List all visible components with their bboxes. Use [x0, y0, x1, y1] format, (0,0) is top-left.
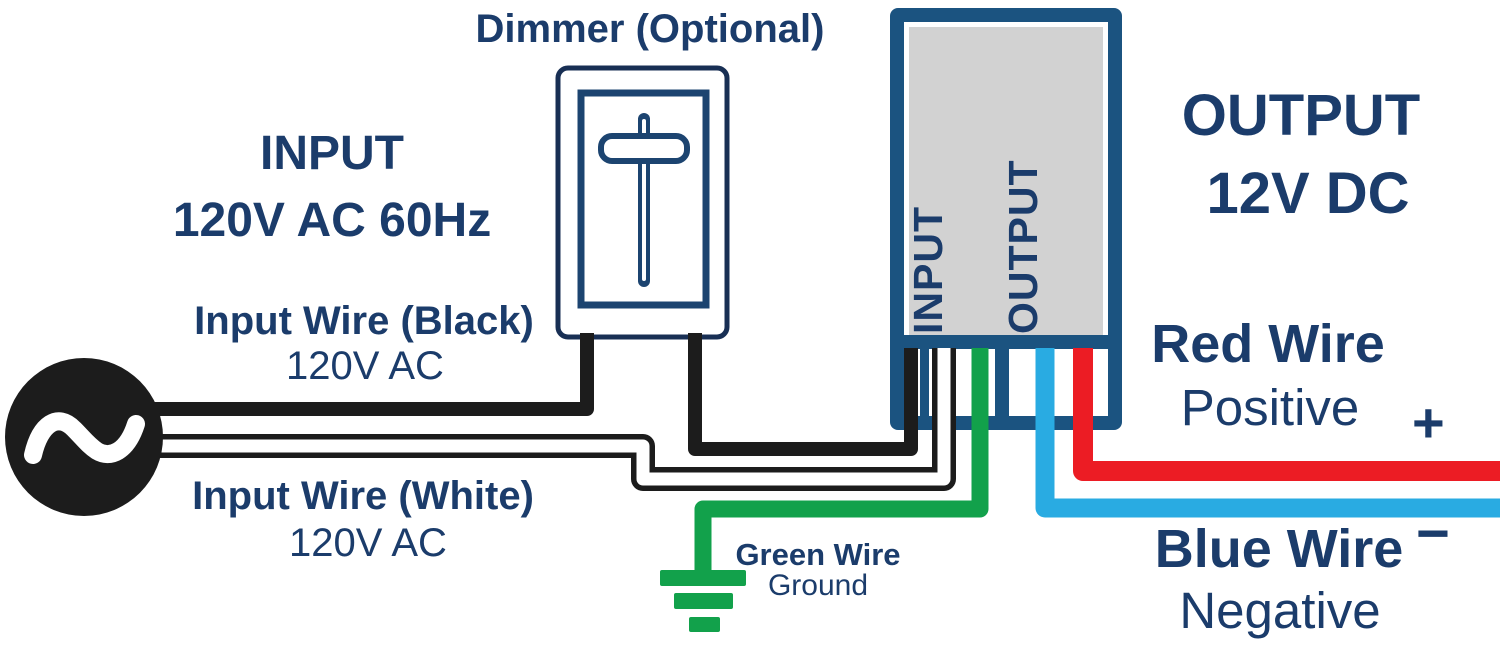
input-wire-white-label: Input Wire (White) — [192, 474, 534, 518]
ground-label: Ground — [767, 569, 869, 602]
minus-sign: − — [1416, 501, 1450, 566]
ac-source-icon — [5, 358, 163, 516]
plus-sign: + — [1412, 391, 1445, 454]
input-wire-black-label: Input Wire (Black) — [194, 299, 534, 343]
input-wire-white-volts: 120V AC — [289, 521, 447, 565]
dimmer-box — [555, 65, 730, 340]
red-output-wire — [1073, 348, 1500, 481]
dimmer-slider-icon — [598, 113, 690, 287]
black-wire-plug-to-dimmer — [143, 333, 594, 416]
dimmer-label: Dimmer (Optional) — [475, 7, 825, 51]
input-heading-line1: INPUT — [260, 127, 404, 180]
blue-wire-label: Blue Wire — [1154, 519, 1404, 579]
blue-output-wire — [1035, 348, 1500, 518]
ground-symbol-icon — [660, 570, 746, 632]
output-heading-line2: 12V DC — [1206, 161, 1410, 226]
psu-gray-panel — [909, 27, 1103, 335]
negative-label: Negative — [1179, 582, 1381, 639]
psu-output-port-label: OUTPUT — [1000, 159, 1046, 334]
output-heading-line1: OUTPUT — [1181, 83, 1421, 148]
black-wire-dimmer-to-psu — [688, 333, 918, 456]
psu-terminal-rail — [904, 335, 1108, 349]
red-wire-label: Red Wire — [1151, 314, 1385, 374]
positive-label: Positive — [1180, 379, 1360, 436]
white-wire-core — [143, 348, 951, 486]
psu-terminal-divider — [995, 349, 1009, 416]
input-wire-black-volts: 120V AC — [286, 344, 444, 388]
green-wire-label: Green Wire — [735, 537, 901, 572]
psu-input-port-label: INPUT — [905, 206, 951, 334]
green-ground-wire — [694, 348, 989, 572]
sine-wave-icon — [24, 412, 145, 464]
input-heading-line2: 120V AC 60Hz — [172, 194, 492, 247]
psu-terminal-divider — [920, 349, 929, 416]
